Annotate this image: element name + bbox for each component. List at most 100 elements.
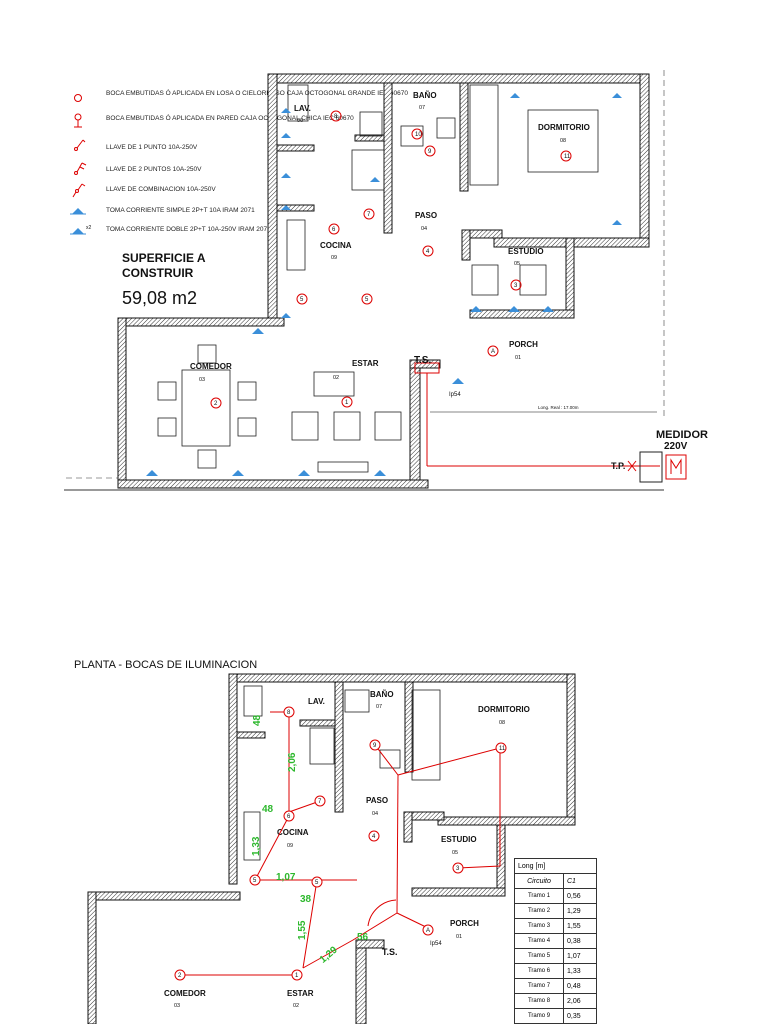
- llave-2-puntos-icon: [74, 162, 87, 175]
- length-label: 1,07: [276, 872, 296, 883]
- room-bano-label: BAÑO: [413, 91, 437, 100]
- room2-porch-num: 01: [456, 934, 462, 940]
- svg-text:7: 7: [367, 212, 371, 218]
- room2-porch-label: PORCH: [450, 919, 479, 928]
- length-label: 2,06: [287, 752, 298, 772]
- length-label: 38: [300, 894, 312, 905]
- plan1-fixtures: [157, 84, 599, 473]
- ts2-label: T.S.: [382, 947, 398, 957]
- svg-text:11: 11: [499, 746, 506, 752]
- room2-comedor-num: 03: [174, 1003, 180, 1009]
- boca-icon: [283, 706, 295, 718]
- room2-estudio-num: 05: [452, 850, 458, 856]
- svg-text:11: 11: [564, 154, 571, 160]
- plan2-rooms: LAV. BAÑO 07 DORMITORIO 08 PASO 04 ESTUD…: [164, 690, 530, 1009]
- boca-icon: [363, 208, 375, 220]
- medidor-voltage: 220V: [664, 441, 688, 452]
- boca-pared-icon: [74, 113, 82, 128]
- room2-cocina-label: COCINA: [277, 828, 309, 837]
- room-comedor-num: 03: [199, 377, 205, 383]
- svg-text:1: 1: [345, 400, 349, 406]
- table-header-c1: C1: [563, 873, 597, 889]
- room-bano-num: 07: [419, 105, 425, 111]
- svg-text:5: 5: [315, 880, 319, 886]
- svg-text:2: 2: [214, 401, 218, 407]
- plan2-walls: [87, 673, 576, 1024]
- plan2-bocas: [174, 706, 507, 981]
- room-estudio-label: ESTUDIO: [508, 247, 544, 256]
- llave-combinacion-icon: [72, 183, 86, 198]
- boca-icon: [452, 862, 464, 874]
- boca-icon: [487, 345, 499, 357]
- svg-text:3: 3: [456, 866, 460, 872]
- boca-icon: [411, 128, 423, 140]
- boca-icon: [330, 110, 342, 122]
- superficie-title2: CONSTRUIR: [122, 266, 194, 280]
- length-label: 1,29: [318, 944, 340, 965]
- length-label: 1,55: [297, 920, 308, 940]
- svg-text:x2: x2: [86, 225, 92, 231]
- boca-icon: [369, 739, 381, 751]
- room-paso-label: PASO: [415, 211, 437, 220]
- length-label: 1,33: [251, 836, 262, 856]
- boca-icon: [210, 397, 222, 409]
- boca-icon: [174, 969, 186, 981]
- svg-text:5: 5: [365, 297, 369, 303]
- room-cocina-num: 09: [331, 255, 337, 261]
- svg-text:9: 9: [373, 743, 377, 749]
- legend-text-1: BOCA EMBUTIDAS Ó APLICADA EN LOSA O CIEL…: [106, 88, 408, 97]
- boca-icon: [422, 924, 434, 936]
- length-label: 56: [357, 932, 369, 943]
- svg-text:4: 4: [426, 249, 430, 255]
- boca-techo-icon: [74, 94, 82, 102]
- plan1-bocas: [210, 110, 572, 409]
- room-paso-num: 04: [421, 226, 427, 232]
- plan2-circuit: [180, 711, 501, 976]
- boca-icon: [510, 279, 522, 291]
- superficie-value: 59,08 m2: [122, 288, 197, 308]
- svg-text:A: A: [426, 928, 430, 934]
- boca-icon: [560, 150, 572, 162]
- svg-text:9: 9: [428, 149, 432, 155]
- legend-text-4: LLAVE DE 2 PUNTOS 10A-250V: [106, 166, 202, 173]
- svg-text:5: 5: [253, 878, 257, 884]
- legend-text-7: TOMA CORRIENTE DOBLE 2P+T 10A-250V IRAM …: [106, 226, 271, 233]
- tp-label: T.P.: [611, 461, 625, 471]
- legend-text-5: LLAVE DE COMBINACION 10A-250V: [106, 186, 216, 193]
- svg-text:4: 4: [372, 834, 376, 840]
- boca-icon: [424, 145, 436, 157]
- legend: x2 BOCA EMBUTIDAS Ó APLICADA EN LOSA O C…: [70, 88, 408, 235]
- svg-text:8: 8: [287, 710, 291, 716]
- svg-text:7: 7: [318, 799, 322, 805]
- room2-estudio-label: ESTUDIO: [441, 835, 477, 844]
- long-real-label: Long. Real : 17.00m: [538, 405, 579, 410]
- room-cocina-label: COCINA: [320, 241, 352, 250]
- length-label: 48: [252, 714, 263, 726]
- svg-text:8: 8: [334, 114, 338, 120]
- plan1-feeder: [414, 362, 687, 480]
- boca-icon: [249, 874, 261, 886]
- boca-icon: [296, 293, 308, 305]
- boca-icon: [328, 223, 340, 235]
- room2-estar-label: ESTAR: [287, 989, 314, 998]
- boca-icon: [341, 396, 353, 408]
- medidor-box: [639, 451, 663, 483]
- room2-bano-label: BAÑO: [370, 690, 394, 699]
- room-lav-num: 06: [297, 118, 303, 124]
- svg-text:6: 6: [287, 814, 291, 820]
- svg-text:6: 6: [332, 227, 336, 233]
- legend-text-6: TOMA CORRIENTE SIMPLE 2P+T 10A IRAM 2071: [106, 207, 255, 214]
- room2-paso-label: PASO: [366, 796, 388, 805]
- boca-icon: [368, 830, 380, 842]
- legend-text-3: LLAVE DE 1 PUNTO 10A-250V: [106, 144, 198, 151]
- boca-icon: [314, 795, 326, 807]
- room2-cocina-num: 09: [287, 843, 293, 849]
